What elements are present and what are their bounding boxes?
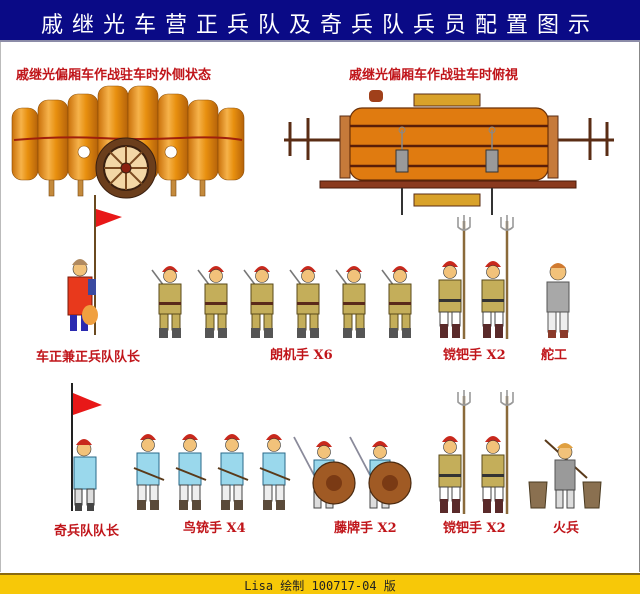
title-bar: 戚继光车营正兵队及奇兵队兵员配置图示 (0, 0, 640, 42)
musketeer-icon-2 (175, 433, 207, 511)
unit-label-qibing-captain: 奇兵队队长 (54, 524, 120, 539)
soldier-with-sword-icon-6 (381, 265, 412, 339)
soldier-with-sword-icon-4 (289, 265, 320, 339)
soldier-with-trident-icon-4 (480, 388, 515, 516)
musketeer-icon-1 (133, 433, 165, 511)
musketeer-icon-3 (217, 433, 249, 511)
cart-top-view-illustration (284, 90, 614, 215)
unit-label-huobing: 火兵 (553, 521, 580, 536)
unit-label-helmsman: 舵工 (541, 348, 568, 363)
shield-bearer-icon-2 (349, 436, 412, 509)
unit-label-chezheng-captain: 车正兼正兵队队长 (36, 350, 141, 365)
footer-bar: Lisa 绘制 100717-04 版 (0, 573, 640, 594)
soldier-with-trident-icon-1 (437, 213, 472, 341)
soldier-with-sword-icon-1 (151, 265, 182, 339)
soldier-with-sword-icon-5 (335, 265, 366, 339)
page-title: 戚继光车营正兵队及奇兵队兵员配置图示 (40, 13, 599, 38)
cart-side-view-illustration (11, 85, 245, 199)
cook-with-buckets-icon (528, 439, 602, 509)
flag-bearer-blue-icon (71, 383, 102, 511)
soldier-with-sword-icon-2 (197, 265, 228, 339)
unit-label-niaochong: 鸟铳手 X4 (183, 521, 246, 536)
unit-label-langji: 朗机手 X6 (270, 348, 333, 363)
side-view-caption: 戚继光偏厢车作战驻车时外侧状态 (16, 68, 212, 83)
flag-bearer-red-armor-icon (67, 195, 122, 335)
wheel-icon (95, 137, 157, 199)
unit-label-tangba-row1: 镋钯手 X2 (443, 348, 506, 363)
top-view-caption: 戚继光偏厢车作战驻车时俯視 (349, 68, 519, 83)
soldier-with-trident-icon-2 (480, 213, 515, 341)
footer-credit: Lisa 绘制 100717-04 版 (244, 579, 396, 593)
musketeer-icon-4 (259, 433, 291, 511)
helmsman-icon (546, 263, 570, 338)
soldier-with-sword-icon-3 (243, 265, 274, 339)
unit-label-tengpai: 藤牌手 X2 (334, 521, 397, 536)
unit-label-tangba-row2: 镋钯手 X2 (443, 521, 506, 536)
soldier-with-trident-icon-3 (437, 388, 472, 516)
